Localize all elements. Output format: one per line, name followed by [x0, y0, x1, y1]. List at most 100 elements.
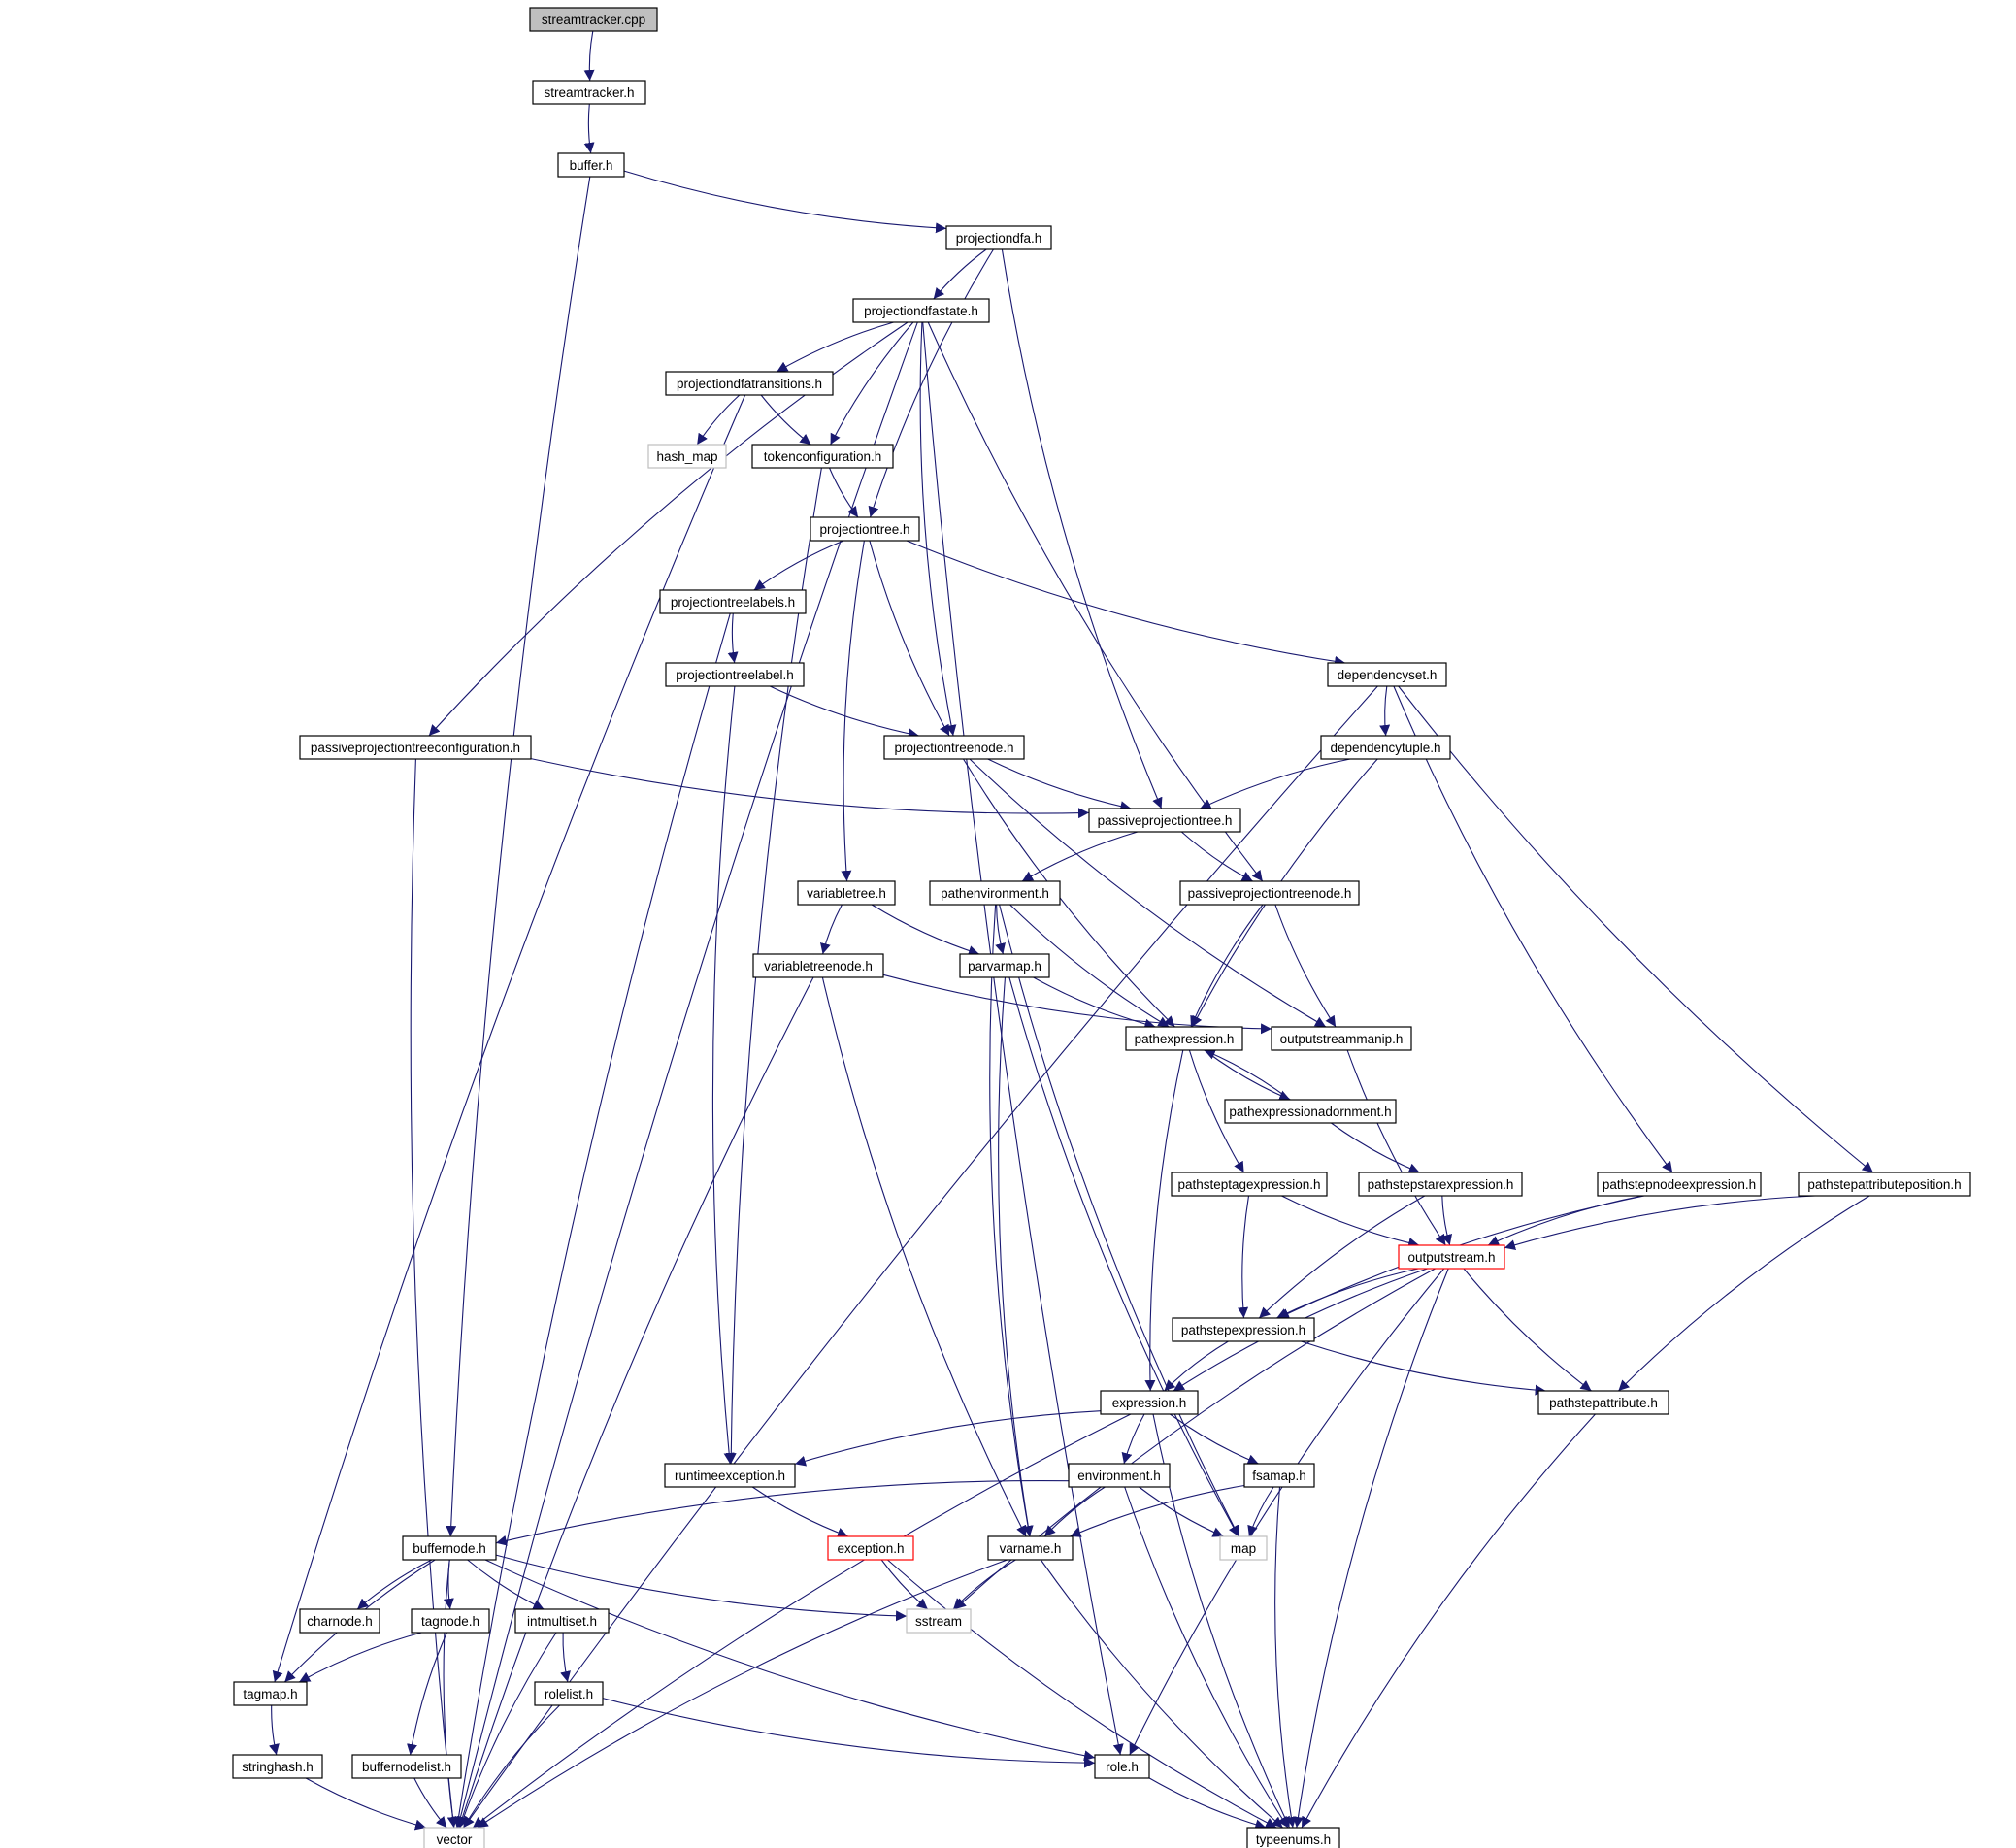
edge-outputstream_h-to-pathstepexpression_h — [1276, 1268, 1419, 1319]
edge-varname_h-to-vector — [477, 1559, 1008, 1829]
node-projectiontree-h[interactable]: projectiontree.h — [810, 516, 920, 542]
node-pathsteptagexpression-h[interactable]: pathsteptagexpression.h — [1171, 1172, 1328, 1197]
node-box — [299, 1608, 380, 1634]
node-pathstepattributeposition-h[interactable]: pathstepattributeposition.h — [1798, 1172, 1971, 1197]
node-label: buffernode.h — [413, 1541, 486, 1556]
node-passiveprojectiontreeconfiguration-h[interactable]: passiveprojectiontreeconfiguration.h — [299, 735, 532, 760]
node-pathstepexpression-h[interactable]: pathstepexpression.h — [1172, 1317, 1315, 1342]
edge-intmultiset_h-to-rolelist_h — [560, 1632, 571, 1683]
node-hash-map: hash_map — [647, 444, 727, 469]
node-label: sstream — [915, 1614, 962, 1629]
node-projectiondfastate-h[interactable]: projectiondfastate.h — [852, 298, 990, 323]
node-buffernode-h[interactable]: buffernode.h — [402, 1535, 497, 1561]
node-stringhash-h[interactable]: stringhash.h — [232, 1754, 323, 1779]
node-box — [752, 953, 884, 978]
node-pathstepattribute-h[interactable]: pathstepattribute.h — [1537, 1390, 1669, 1415]
node-charnode-h[interactable]: charnode.h — [299, 1608, 380, 1634]
node-projectiontreenode-h[interactable]: projectiontreenode.h — [883, 735, 1025, 760]
node-box — [1271, 1026, 1412, 1051]
edge-projectiontreelabels_h-to-projectiontreelabel_h — [727, 612, 739, 664]
node-box — [411, 1608, 490, 1634]
node-label: projectiontreelabels.h — [671, 595, 795, 610]
node-box — [751, 444, 894, 469]
node-box — [827, 1535, 914, 1561]
node-runtimeexception-h[interactable]: runtimeexception.h — [664, 1463, 796, 1488]
node-label: pathstepexpression.h — [1181, 1323, 1305, 1337]
node-label: dependencytuple.h — [1330, 741, 1440, 755]
node-tokenconfiguration-h[interactable]: tokenconfiguration.h — [751, 444, 894, 469]
node-box — [659, 589, 807, 614]
edge-runtimeexception_h-to-exception_h — [751, 1486, 848, 1538]
edge-environment_h-to-typeenums_h — [1124, 1486, 1289, 1829]
node-dependencyset-h[interactable]: dependencyset.h — [1327, 662, 1447, 687]
node-pathstepnodeexpression-h[interactable]: pathstepnodeexpression.h — [1597, 1172, 1762, 1197]
node-fsamap-h[interactable]: fsamap.h — [1243, 1463, 1315, 1488]
edge-passiveprojectiontreenode_h-to-outputstreammanip_h — [1274, 904, 1337, 1028]
node-environment-h[interactable]: environment.h — [1068, 1463, 1171, 1488]
node-projectiondfatransitions-h[interactable]: projectiondfatransitions.h — [665, 371, 834, 396]
node-rolelist-h[interactable]: rolelist.h — [534, 1681, 604, 1706]
node-expression-h[interactable]: expression.h — [1100, 1390, 1199, 1415]
node-label: streamtracker.cpp — [542, 13, 645, 27]
edge-rolelist_h-to-role_h — [602, 1698, 1096, 1768]
node-varname-h[interactable]: varname.h — [987, 1535, 1074, 1561]
node-label: typeenums.h — [1256, 1832, 1331, 1847]
node-buffer-h[interactable]: buffer.h — [557, 152, 625, 178]
node-box — [1398, 1244, 1505, 1270]
node-parvarmap-h[interactable]: parvarmap.h — [959, 953, 1050, 978]
node-box — [557, 152, 625, 178]
edge-passiveprojectiontree_h-to-passiveprojectiontreenode_h — [1180, 831, 1253, 882]
edge-outputstreammanip_h-to-outputstream_h — [1346, 1049, 1446, 1246]
edge-dependencyset_h-to-vector — [463, 685, 1378, 1829]
edge-variabletree_h-to-variabletreenode_h — [819, 904, 843, 955]
node-typeenums-h[interactable]: typeenums.h — [1246, 1827, 1340, 1848]
node-pathstepstarexpression-h[interactable]: pathstepstarexpression.h — [1358, 1172, 1523, 1197]
edge-projectiondfastate_h-to-passiveprojectiontreeconfiguration_h — [428, 321, 909, 737]
node-buffernodelist-h[interactable]: buffernodelist.h — [351, 1754, 462, 1779]
node-box — [1327, 662, 1447, 687]
node-box — [1537, 1390, 1669, 1415]
node-intmultiset-h[interactable]: intmultiset.h — [514, 1608, 610, 1634]
edge-fsamap_h-to-map — [1247, 1486, 1274, 1537]
node-vector: vector — [423, 1827, 485, 1848]
node-outputstream-h[interactable]: outputstream.h — [1398, 1244, 1505, 1270]
edge-parvarmap_h-to-pathexpression_h — [1033, 976, 1156, 1030]
node-exception-h[interactable]: exception.h — [827, 1535, 914, 1561]
node-projectiontreelabels-h[interactable]: projectiontreelabels.h — [659, 589, 807, 614]
edge-parvarmap_h-to-map — [1008, 976, 1239, 1537]
node-outputstreammanip-h[interactable]: outputstreammanip.h — [1271, 1026, 1412, 1051]
node-box — [959, 953, 1050, 978]
node-pathenvironment-h[interactable]: pathenvironment.h — [929, 880, 1061, 906]
node-passiveprojectiontreenode-h[interactable]: passiveprojectiontreenode.h — [1179, 880, 1360, 906]
node-dependencytuple-h[interactable]: dependencytuple.h — [1320, 735, 1451, 760]
edge-pathsteptagexpression_h-to-pathstepexpression_h — [1238, 1195, 1250, 1319]
edge-passiveprojectiontreenode_h-to-pathexpression_h — [1190, 904, 1264, 1028]
node-passiveprojectiontree-h[interactable]: passiveprojectiontree.h — [1088, 808, 1241, 833]
node-tagmap-h[interactable]: tagmap.h — [233, 1681, 308, 1706]
node-label: pathstepattribute.h — [1549, 1396, 1658, 1410]
edge-expression_h-to-environment_h — [1121, 1413, 1145, 1465]
node-box — [647, 444, 727, 469]
node-box — [664, 1463, 796, 1488]
edge-buffernode_h-to-sstream — [495, 1554, 908, 1622]
node-pathexpressionadornment-h[interactable]: pathexpressionadornment.h — [1224, 1099, 1397, 1124]
node-streamtracker-h[interactable]: streamtracker.h — [532, 80, 646, 105]
edge-projectiontreelabel_h-to-projectiontreenode_h — [769, 685, 919, 740]
node-box — [402, 1535, 497, 1561]
edge-varname_h-to-typeenums_h — [1040, 1559, 1284, 1829]
node-role-h[interactable]: role.h — [1094, 1754, 1150, 1779]
node-variabletreenode-h[interactable]: variabletreenode.h — [752, 953, 884, 978]
node-box — [665, 662, 805, 687]
edge-expression_h-to-vector — [472, 1413, 1132, 1829]
node-box — [929, 880, 1061, 906]
node-tagnode-h[interactable]: tagnode.h — [411, 1608, 490, 1634]
node-pathexpression-h[interactable]: pathexpression.h — [1125, 1026, 1243, 1051]
edge-buffernode_h-to-intmultiset_h — [467, 1559, 545, 1610]
edge-projectiondfa_h-to-projectiondfastate_h — [933, 248, 987, 300]
node-projectiondfa-h[interactable]: projectiondfa.h — [945, 225, 1052, 250]
edge-outputstream_h-to-role_h — [1129, 1268, 1445, 1756]
edge-projectiontreenode_h-to-outputstreammanip_h — [969, 758, 1327, 1028]
node-streamtracker-cpp[interactable]: streamtracker.cpp — [529, 7, 658, 32]
node-projectiontreelabel-h[interactable]: projectiontreelabel.h — [665, 662, 805, 687]
node-variabletree-h[interactable]: variabletree.h — [797, 880, 896, 906]
